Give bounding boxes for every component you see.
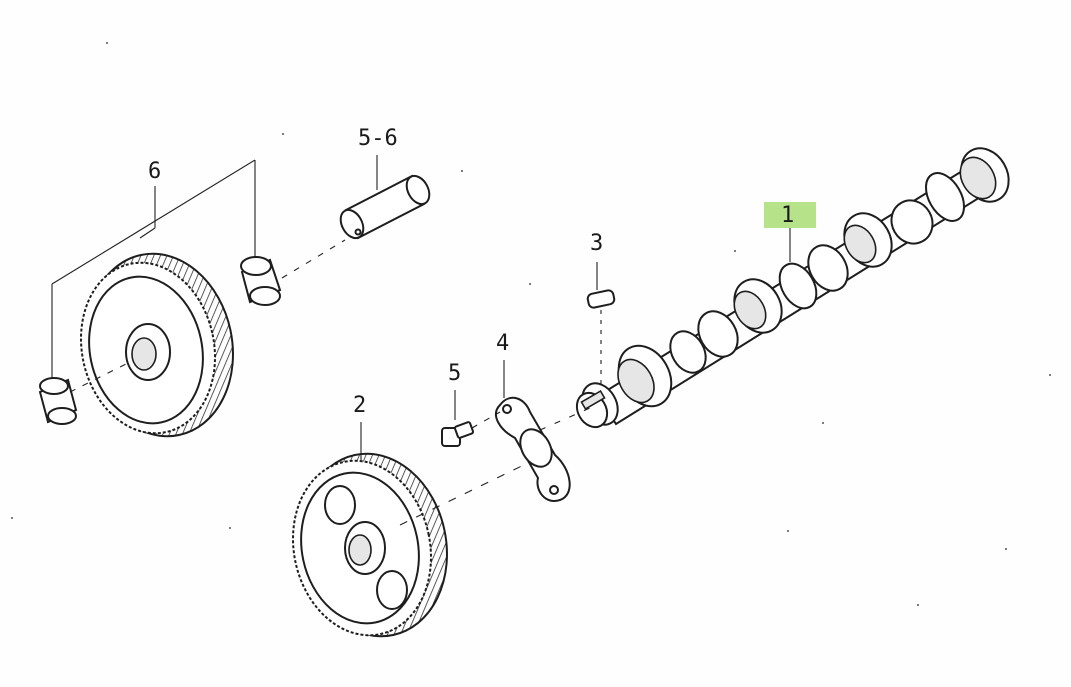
camshaft-gear[interactable]: [277, 440, 463, 650]
callout-5-label[interactable]: 5: [448, 361, 461, 386]
callout-3-text[interactable]: 3: [590, 231, 603, 256]
callout-1-label[interactable]: 1: [781, 203, 794, 228]
bolt[interactable]: [441, 421, 475, 447]
scan-specks: [11, 42, 1051, 606]
idler-shaft[interactable]: [336, 172, 434, 242]
callout-6-bracket: [51, 159, 256, 380]
callout-1-highlight: [764, 202, 816, 228]
thrust-plate[interactable]: [495, 396, 571, 502]
idler-bushing-front[interactable]: [38, 377, 78, 425]
callout-4-label[interactable]: 4: [496, 331, 509, 356]
idler-axis-rear: [281, 239, 346, 279]
camshaft-nose: [575, 382, 619, 429]
gear-lightening-hole-top: [324, 485, 356, 525]
gear-lightening-hole-bottom: [376, 570, 408, 610]
idler-bushing-rear[interactable]: [240, 256, 282, 306]
idler-gear[interactable]: [66, 240, 250, 450]
callout-5-6-label[interactable]: 5-6: [358, 126, 398, 151]
camshaft-lobes: [617, 172, 965, 408]
woodruff-key[interactable]: [586, 289, 616, 309]
camshaft[interactable]: [571, 140, 1018, 433]
callout-6-label[interactable]: 6: [148, 159, 161, 184]
idler-axis-front: [69, 361, 131, 393]
bolt-axis: [471, 411, 501, 429]
gear-axis: [399, 461, 531, 526]
callout-2-label[interactable]: 2: [353, 393, 366, 418]
